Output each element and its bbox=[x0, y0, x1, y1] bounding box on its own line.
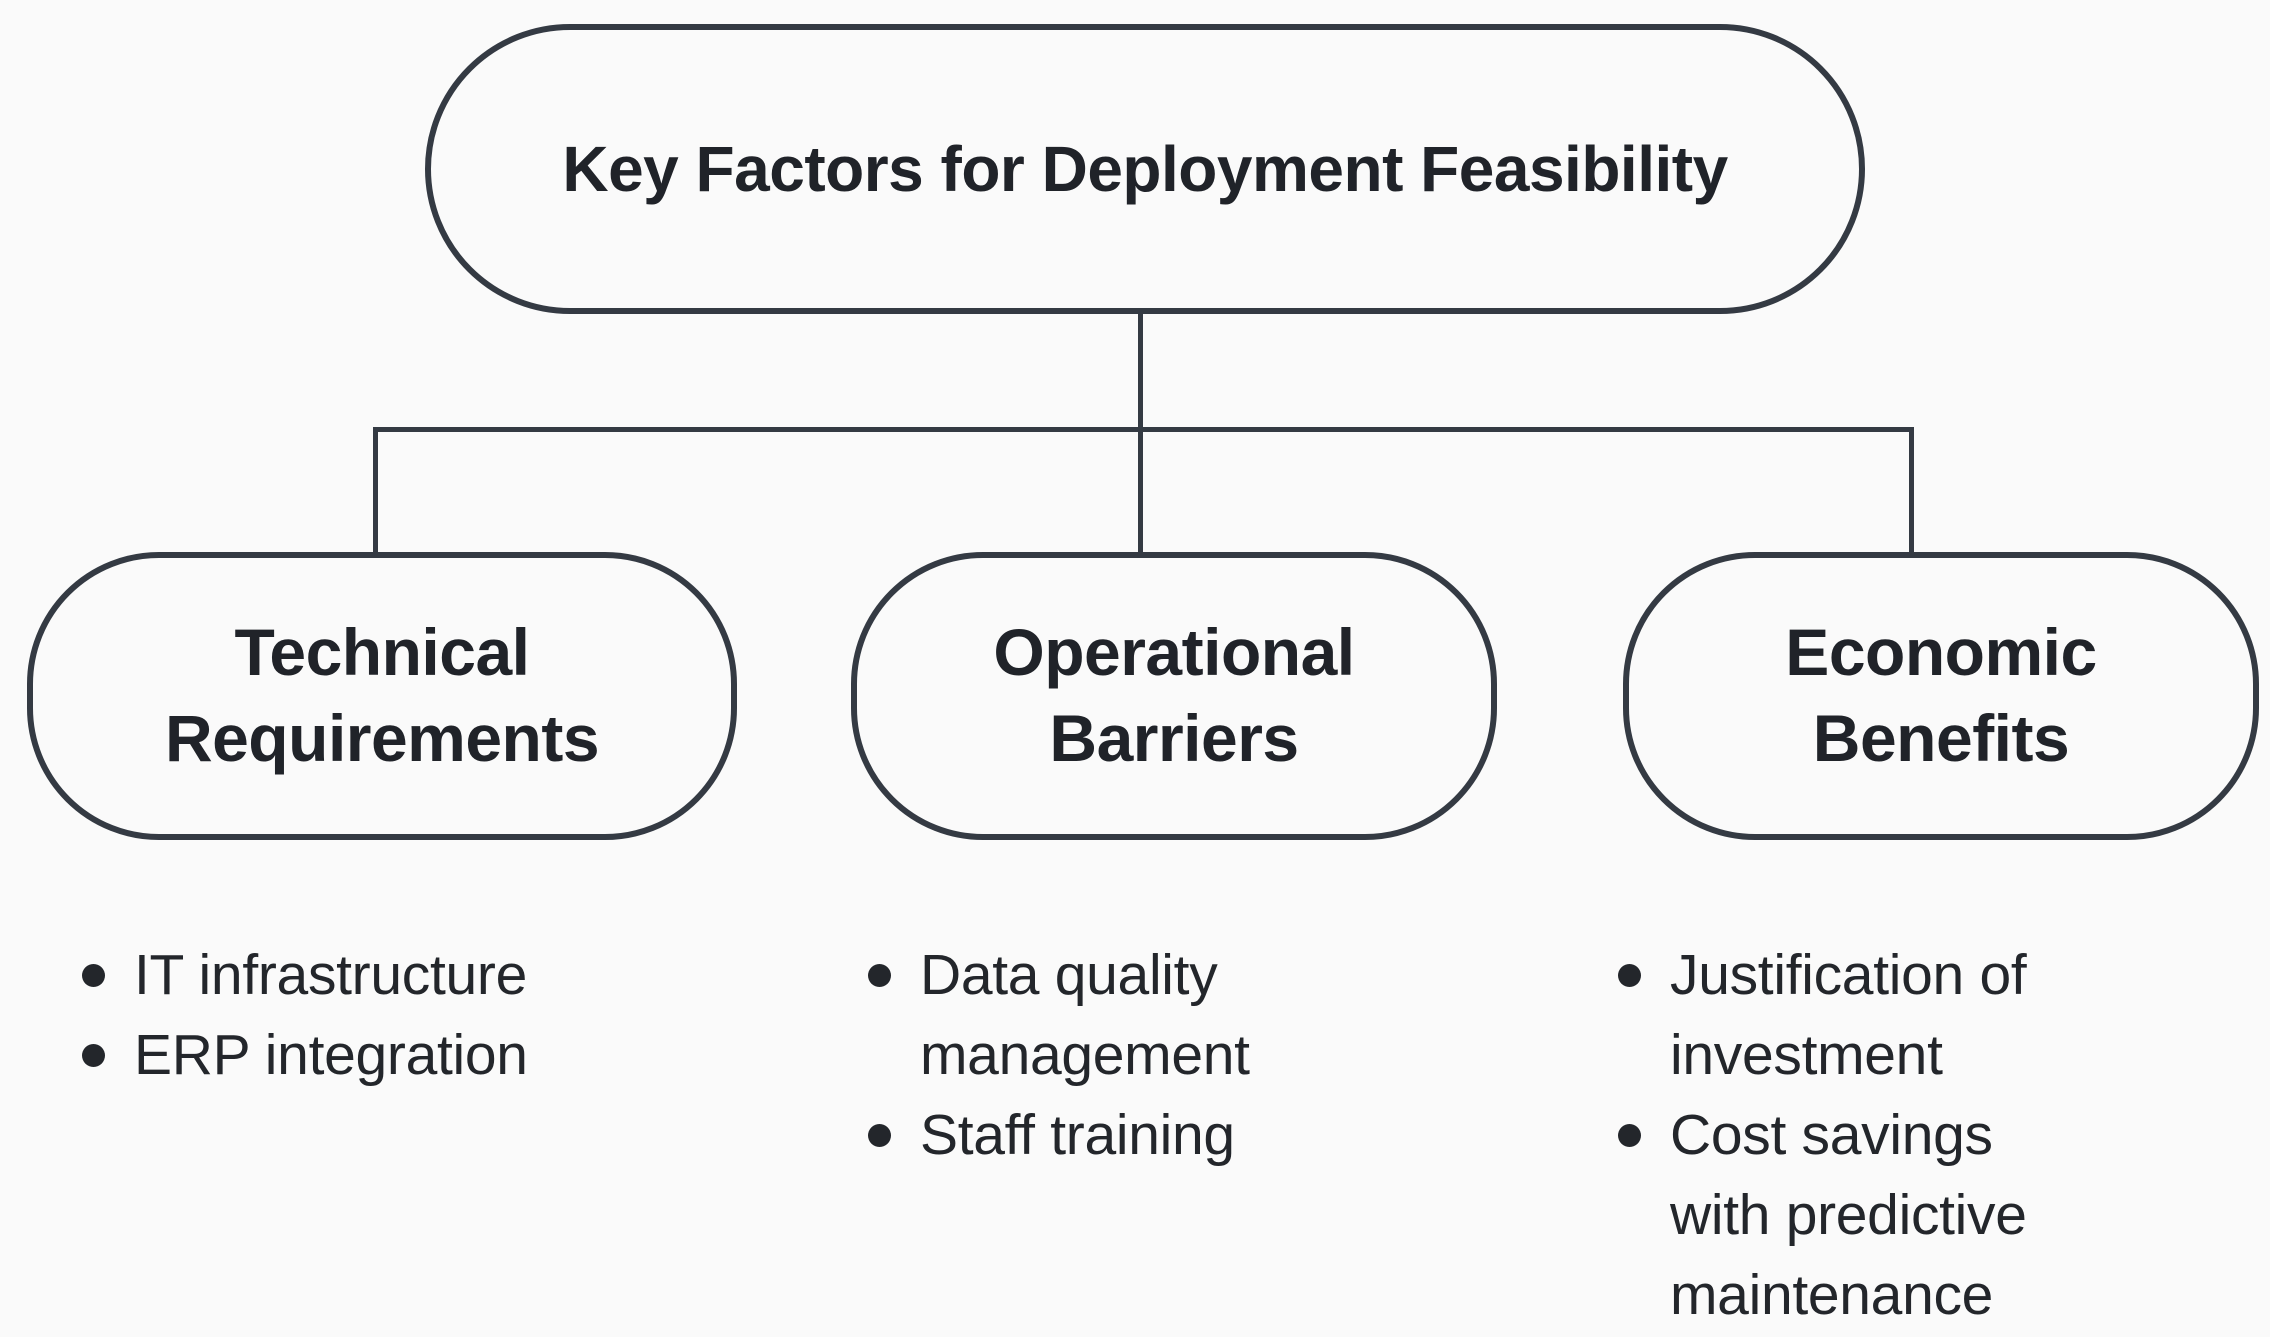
bullet-dot-icon bbox=[868, 964, 891, 987]
bullet-dot-icon bbox=[1618, 1124, 1641, 1147]
bullet-dot-icon bbox=[868, 1124, 891, 1147]
root-node-label: Key Factors for Deployment Feasibility bbox=[562, 133, 1728, 205]
connector-horizontal-bar bbox=[373, 427, 1914, 432]
connector-branch-stem-left bbox=[373, 427, 378, 555]
list-item: ERP integration bbox=[82, 1015, 528, 1095]
list-item: IT infrastructure bbox=[82, 935, 528, 1015]
connector-root-stem bbox=[1138, 310, 1143, 430]
list-item-text: Staff training bbox=[920, 1103, 1235, 1167]
list-item-text: ERP integration bbox=[134, 1023, 528, 1087]
connector-branch-stem-center bbox=[1138, 427, 1143, 555]
root-node: Key Factors for Deployment Feasibility bbox=[425, 24, 1865, 314]
connector-branch-stem-right bbox=[1909, 427, 1914, 555]
bullet-dot-icon bbox=[82, 1044, 105, 1067]
list-item-text: IT infrastructure bbox=[134, 943, 527, 1007]
bullet-dot-icon bbox=[82, 964, 105, 987]
list-item: Staff training bbox=[868, 1095, 1250, 1175]
bullet-dot-icon bbox=[1618, 964, 1641, 987]
